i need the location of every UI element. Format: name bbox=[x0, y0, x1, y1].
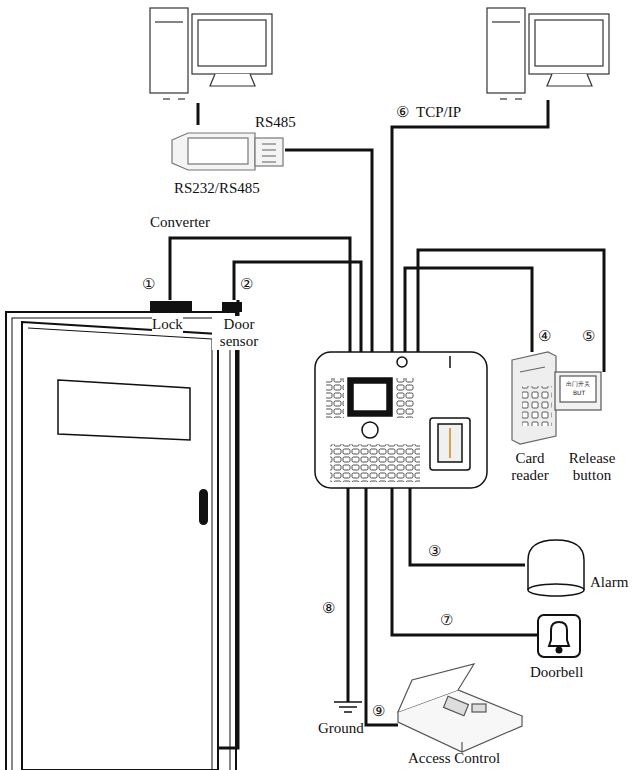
device-label: Access Control bbox=[408, 750, 500, 767]
card-reader-device bbox=[512, 352, 556, 444]
computer-left bbox=[150, 8, 272, 99]
device-label: Converter bbox=[150, 214, 210, 231]
access-terminal bbox=[315, 352, 487, 488]
release-button-device bbox=[555, 372, 601, 410]
device-label: Lock bbox=[152, 316, 183, 333]
callout-number: ② bbox=[240, 276, 253, 293]
device-label: Alarm bbox=[590, 574, 628, 591]
device-label: Ground bbox=[318, 720, 364, 737]
device-label: Release button bbox=[560, 450, 624, 484]
callout-number: ⑨ bbox=[372, 703, 385, 720]
button-text: 出门开关 bbox=[566, 380, 590, 387]
computer-right bbox=[487, 8, 609, 99]
callout-number: ⑤ bbox=[582, 328, 595, 345]
alarm-device bbox=[528, 540, 584, 596]
lock-device bbox=[150, 301, 192, 312]
access-control-box bbox=[398, 664, 522, 752]
doorbell-device bbox=[538, 615, 580, 657]
callout-number: ⑧ bbox=[322, 600, 335, 617]
callout-number: ④ bbox=[538, 328, 551, 345]
device-label: Door sensor bbox=[212, 316, 266, 350]
ground-symbol bbox=[334, 702, 362, 712]
signal-name: RS485 bbox=[255, 114, 296, 131]
callout-number: ① bbox=[142, 276, 155, 293]
door bbox=[6, 312, 236, 770]
device-label: Doorbell bbox=[530, 664, 583, 681]
device-label: Card reader bbox=[500, 450, 560, 484]
callout-number: ③ bbox=[428, 543, 441, 560]
signal-name: TCP/IP bbox=[416, 104, 461, 121]
callout-number: ⑥ bbox=[396, 104, 409, 121]
device-label: RS232/RS485 bbox=[174, 180, 260, 197]
callout-number: ⑦ bbox=[440, 612, 453, 629]
door-sensor-device bbox=[222, 302, 242, 312]
button-text: BUT bbox=[573, 389, 585, 396]
